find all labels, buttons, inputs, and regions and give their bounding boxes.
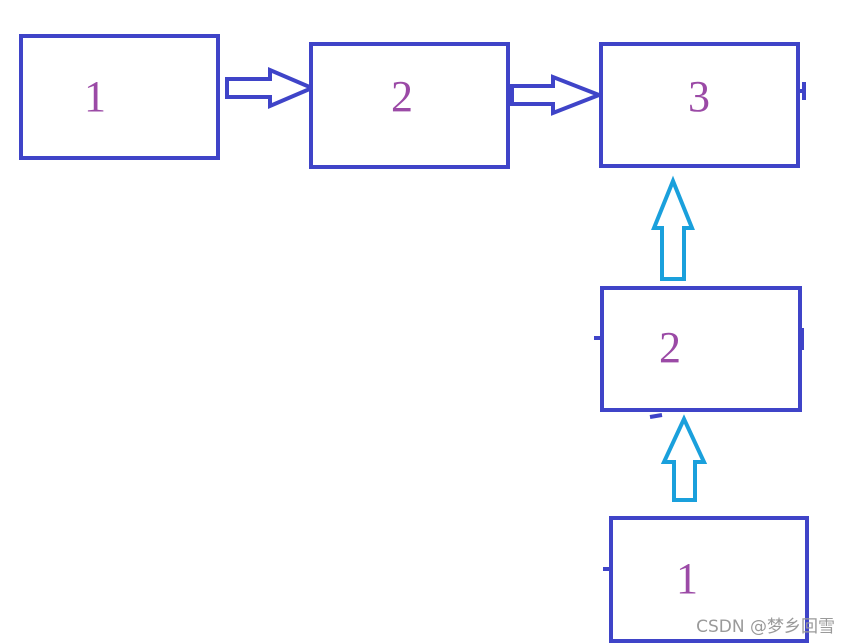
arrow-mid-2-to-top-3 bbox=[651, 175, 695, 281]
node-label: 1 bbox=[676, 554, 698, 603]
arrow-top-1-to-top-2 bbox=[225, 66, 318, 110]
node-box: 1 bbox=[19, 34, 220, 160]
node-label: 2 bbox=[659, 323, 681, 372]
node-box-mid-2 bbox=[600, 286, 802, 412]
node-box: 2 bbox=[309, 42, 510, 169]
node-label: 1 bbox=[84, 72, 106, 121]
node-box-bottom-1 bbox=[609, 516, 809, 643]
arrow-top-2-to-top-3 bbox=[510, 74, 605, 116]
node-label: 3 bbox=[688, 72, 710, 121]
node-box-top-2 bbox=[309, 42, 510, 169]
csdn-watermark: CSDN @梦乡回雪 bbox=[696, 617, 835, 637]
node-box: 2 bbox=[594, 286, 804, 419]
node-label: 2 bbox=[391, 72, 413, 121]
node-box-top-3 bbox=[599, 42, 800, 168]
node-box: 3 bbox=[599, 42, 806, 168]
node-box-top-1 bbox=[19, 34, 220, 160]
connector-tick bbox=[649, 413, 663, 419]
node-box: 1 bbox=[603, 516, 809, 643]
arrow-bottom-1-to-mid-2 bbox=[660, 414, 708, 502]
